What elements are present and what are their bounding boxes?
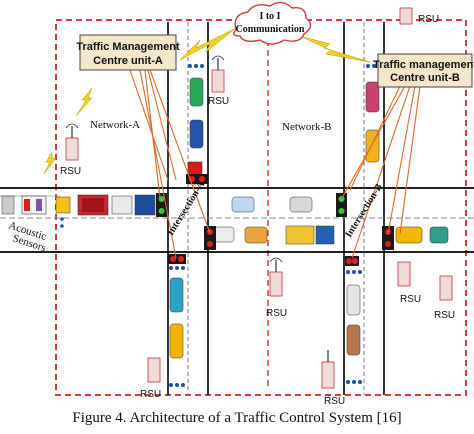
- tmc-a-title: Traffic Management: [76, 41, 180, 53]
- communication-line1: I to I: [259, 11, 280, 22]
- tmc-b-box: [377, 53, 473, 88]
- network-b-label: Network-B: [282, 121, 332, 133]
- acoustic-sensor-dots: [60, 64, 382, 387]
- rsu-tower-network-a: [65, 123, 79, 161]
- network-a-label: Network-A: [90, 119, 140, 131]
- rsu-label-bottom-center: RSU: [324, 396, 345, 405]
- vertical-road-a: [167, 22, 209, 395]
- tmc-b-title: Traffic management: [373, 59, 474, 71]
- rsu-tower-top-right: [399, 7, 413, 25]
- communication-line2: Communication: [236, 24, 305, 35]
- rsu-tower-bottom-left: [147, 357, 161, 383]
- rsu-label-network-a: RSU: [60, 166, 81, 177]
- rsu-tower-right: [397, 261, 411, 287]
- rsu-label-right: RSU: [400, 294, 421, 305]
- rsu-tower-top-a: [211, 55, 225, 93]
- traffic-lights: [156, 174, 394, 266]
- cars-top-lane: [1, 194, 313, 216]
- communication-cloud: [233, 1, 312, 45]
- rsu-label-bottom-left: RSU: [140, 389, 161, 400]
- cars-vertical-road-b: [346, 81, 380, 356]
- tmc-a-subtitle: Centre unit-A: [93, 55, 163, 67]
- cars-bottom-lane: [213, 225, 449, 245]
- rsu-label-bottom-a: RSU: [266, 308, 287, 319]
- rsu-label-top-right: RSU: [418, 14, 439, 25]
- wireless-links: [43, 27, 371, 175]
- tmc-a-box: [79, 34, 177, 71]
- tmc-b-links: [341, 85, 421, 259]
- tmc-a-links: [129, 69, 211, 259]
- tmc-b-subtitle: Centre unit-B: [390, 72, 460, 84]
- figure-caption: Figure 4. Architecture of a Traffic Cont…: [72, 410, 402, 426]
- rsu-label-top-a: RSU: [208, 96, 229, 107]
- rsu-label-far-right: RSU: [434, 310, 455, 321]
- rsu-tower-bottom-a: [269, 257, 283, 297]
- traffic-architecture-diagram: Traffic Management Centre unit-A Traffic…: [0, 1, 474, 405]
- cars-vertical-road-a: [169, 77, 204, 359]
- rsu-tower-bottom-center: [321, 350, 335, 389]
- rsu-tower-far-right: [439, 275, 453, 301]
